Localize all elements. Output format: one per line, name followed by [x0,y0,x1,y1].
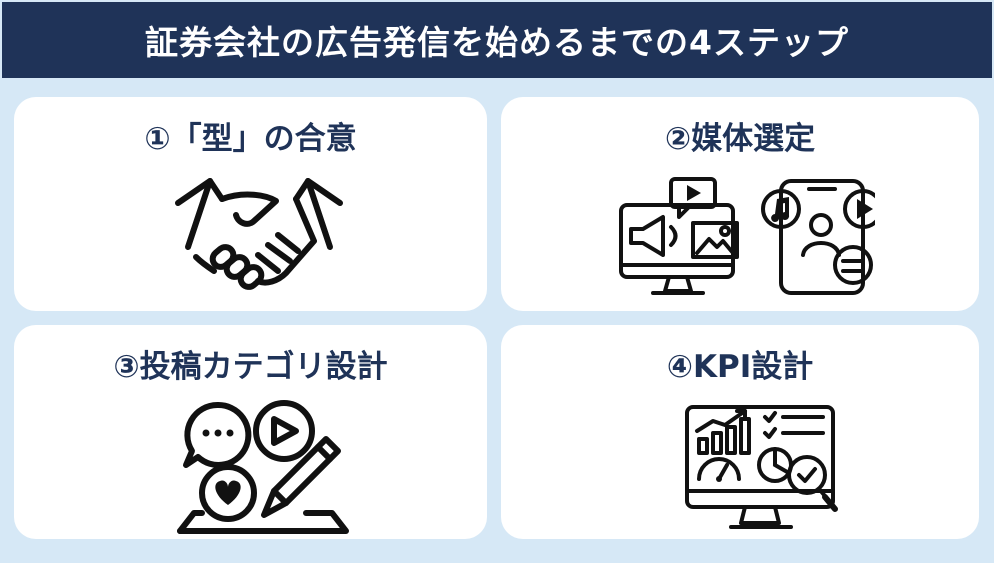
content-category-icon [177,400,349,534]
header-banner: 証券会社の広告発信を始めるまでの4ステップ [2,2,992,78]
page-title: 証券会社の広告発信を始めるまでの4ステップ [145,23,849,62]
step-label-4: ④KPI設計 [666,349,814,385]
step-card-3: ③投稿カテゴリ設計 [14,325,487,539]
kpi-dashboard-icon [685,405,838,529]
step-label-3: ③投稿カテゴリ設計 [113,349,388,385]
media-devices-icon [619,177,875,295]
step-card-2: ②媒体選定 [501,97,979,311]
step-label-2: ②媒体選定 [664,121,816,157]
step-label-1: ①「型」の合意 [144,121,357,157]
handshake-icon [175,178,343,290]
step-card-4: ④KPI設計 [501,325,979,539]
step-card-1: ①「型」の合意 [14,97,487,311]
